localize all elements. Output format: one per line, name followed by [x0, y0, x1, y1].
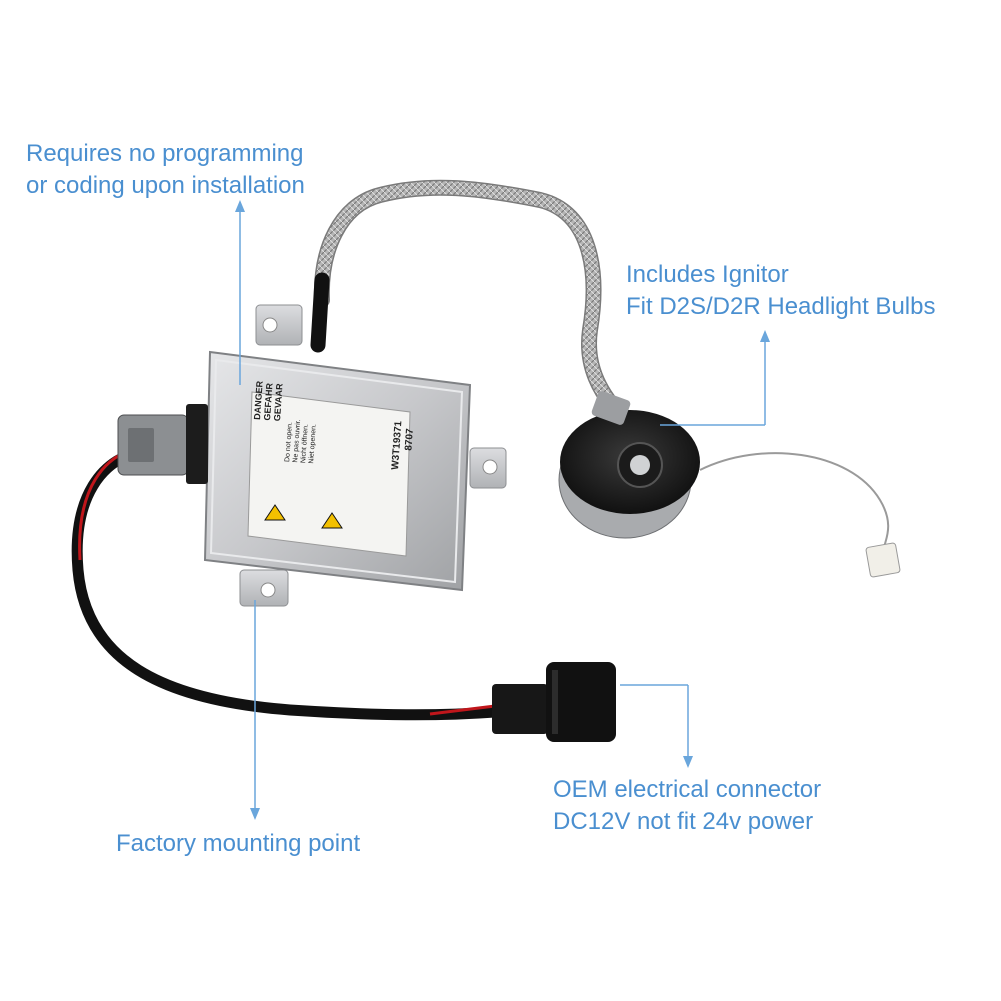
ballast-side-connector [117, 404, 208, 484]
svg-text:Do not open.: Do not open. [284, 422, 294, 463]
callout-mounting-line1: Factory mounting point [116, 830, 361, 857]
svg-text:W3T19371: W3T19371 [390, 420, 404, 470]
ballast-housing: DANGER GEFAHR GEVAAR Do not open. Ne pas… [203, 350, 472, 592]
callout-programming-line1: Requires no programming [26, 140, 304, 167]
svg-text:GEFAHR: GEFAHR [262, 382, 275, 421]
svg-text:Nicht öffnen.: Nicht öffnen. [300, 424, 310, 464]
svg-text:GEVAAR: GEVAAR [272, 383, 285, 422]
oem-connector [492, 662, 616, 742]
callout-lines [235, 200, 770, 820]
mounting-tabs [239, 304, 507, 607]
ignitor-socket [558, 391, 700, 539]
svg-text:Ne pas ouvrir.: Ne pas ouvrir. [292, 419, 302, 463]
callout-ignitor: Includes Ignitor Fit D2S/D2R Headlight B… [626, 259, 935, 323]
callout-connector: OEM electrical connector DC12V not fit 2… [553, 774, 821, 838]
callout-ignitor-line1: Includes Ignitor [626, 261, 789, 288]
callout-connector-line1: OEM electrical connector [553, 776, 822, 803]
svg-text:8707: 8707 [403, 428, 416, 451]
braided-cable [310, 179, 620, 413]
callout-programming-line2: or coding upon installation [26, 172, 305, 199]
callout-programming: Requires no programming or coding upon i… [26, 138, 305, 202]
callout-mounting: Factory mounting point [116, 828, 360, 860]
callout-ignitor-line2: Fit D2S/D2R Headlight Bulbs [626, 293, 936, 320]
svg-text:Niet openen.: Niet openen. [308, 424, 318, 464]
callout-connector-line2: DC12V not fit 24v power [553, 808, 814, 835]
svg-text:DANGER: DANGER [252, 380, 265, 420]
ground-wire [699, 452, 901, 578]
